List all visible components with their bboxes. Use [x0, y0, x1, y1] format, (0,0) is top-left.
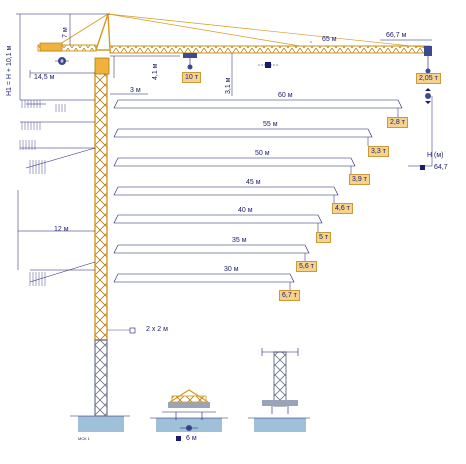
jib-variant-length: 45 м: [246, 179, 261, 186]
jib-variant-length: 50 м: [255, 150, 270, 157]
counter-jib: [37, 42, 97, 52]
side-hatching: [19, 100, 66, 286]
jib-variant-load: 5 т: [316, 232, 332, 243]
counter-jib-length: 14,5 м: [34, 74, 55, 81]
apex-height: 7 м: [62, 27, 69, 38]
height-4-1: 4,1 м: [152, 63, 159, 81]
side-length-12: 12 м: [54, 226, 69, 233]
load-10-tag: 10 т: [182, 72, 201, 83]
jib-variant-bar: [113, 273, 295, 283]
ground-block-main: [78, 416, 124, 432]
jib-length-65: 65 м: [322, 36, 337, 43]
h-value: 64,7: [434, 164, 448, 171]
base-anchor-icon: [162, 389, 216, 441]
logo-text: МСК 1: [78, 436, 90, 441]
mast-section-icon: [129, 327, 136, 334]
side-ties: [20, 99, 96, 283]
jib-variant-length: 30 м: [224, 266, 239, 273]
height-formula: H1 = H + 10,1 м: [6, 45, 13, 96]
hook-icon: [425, 56, 431, 74]
h-value-icon: [420, 165, 425, 170]
base-width-label: 6 м: [186, 435, 197, 442]
mast-base-detail: [261, 348, 299, 414]
ground-block-right: [254, 418, 306, 432]
trolley-icon: [183, 53, 197, 70]
jib-variant-length: 35 м: [232, 237, 247, 244]
jib-variant-bars: [113, 99, 403, 290]
main-jib: [109, 45, 432, 56]
jib-marker-icon: [258, 62, 278, 68]
jib-variant-load: 3,3 т: [368, 146, 389, 157]
tip-marker-icon: [425, 88, 431, 104]
jib-variant-load: 5,6 т: [296, 261, 317, 272]
jib-variant-bar: [113, 244, 310, 254]
counterweight-icon: [55, 57, 69, 65]
jib-variant-bar: [113, 186, 339, 196]
jib-variant-length: 40 м: [238, 207, 253, 214]
jib-variant-load: 2,8 т: [387, 117, 408, 128]
jib-variant-load: 6,7 т: [279, 290, 300, 301]
jib-variant-length: 60 м: [278, 92, 293, 99]
dimension-lines: [16, 13, 433, 270]
height-3-1: 3,1 м: [225, 77, 232, 95]
jib-variant-bar: [113, 157, 356, 167]
h-title: H (м): [427, 152, 444, 159]
jib-variant-bar: [113, 214, 323, 224]
jib-variant-length: 55 м: [263, 121, 278, 128]
mast-section-label: 2 x 2 м: [146, 326, 168, 333]
load-tip-tag: 2,05 т: [416, 73, 441, 84]
jib-variant-bar: [113, 128, 373, 138]
jib-variant-load: 4,6 т: [332, 203, 353, 214]
tower-head: [59, 13, 431, 75]
jib-variant-load: 3,9 т: [349, 174, 370, 185]
tower-mast: [94, 71, 108, 417]
jib-length-max: 66,7 м: [386, 32, 407, 39]
jib-variant-bar: [113, 99, 403, 109]
offset-3: 3 м: [130, 87, 141, 94]
